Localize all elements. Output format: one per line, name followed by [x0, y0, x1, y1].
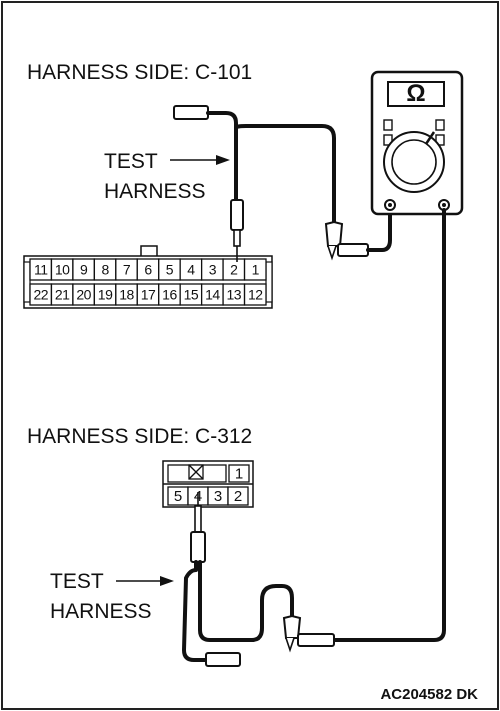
- c101-pin-1-cell: [243, 258, 267, 281]
- c101-pin-7-label: 7: [123, 262, 131, 278]
- upper-test-harness: [173, 105, 336, 262]
- lower-label-arrow: [116, 576, 174, 586]
- c312-pin-1-cell: [228, 464, 250, 483]
- c101-pin-9-label: 9: [80, 262, 88, 278]
- c101-pin-13-label: 13: [227, 287, 242, 303]
- c101-pin-8-label: 8: [101, 262, 109, 278]
- c312-pin-2-label: 2: [234, 488, 242, 505]
- lower-test-label: TEST: [50, 570, 104, 593]
- c312-pin-3-label: 3: [214, 488, 222, 505]
- c101-pin-12-cell: [243, 283, 267, 306]
- c101-pin-2-label: 2: [230, 262, 238, 278]
- c101-pin-15-label: 15: [184, 287, 199, 303]
- upper-label-arrow: [170, 155, 230, 165]
- upper-harness-label: HARNESS: [104, 180, 206, 203]
- c101-pin-14-label: 14: [205, 287, 220, 303]
- upper-alligator-clip: [324, 212, 392, 261]
- c101-pin-5-label: 5: [166, 262, 174, 278]
- c312-pin-1-label: 1: [235, 466, 243, 483]
- c101-pin-10-label: 10: [55, 262, 70, 278]
- ohm-symbol: Ω: [406, 80, 425, 107]
- lower-test-harness: [182, 492, 294, 667]
- c101-pin-1-label: 1: [252, 262, 260, 278]
- ohmmeter: Ω: [370, 70, 464, 216]
- c312-pin-2-cell: [227, 486, 249, 506]
- ohm-display: [387, 81, 445, 107]
- c101-pin-17-label: 17: [141, 287, 156, 303]
- connector-c312: 15432: [162, 460, 254, 508]
- c101-title: HARNESS SIDE: C-101: [27, 61, 252, 84]
- c101-pin-22-label: 22: [33, 287, 48, 303]
- c101-pin-21-label: 21: [55, 287, 70, 303]
- c101-pin-19-label: 19: [98, 287, 113, 303]
- c101-pin-20-label: 20: [76, 287, 91, 303]
- c101-pin-12-label: 12: [248, 287, 263, 303]
- meter-long-lead: [332, 208, 446, 642]
- c312-pin-5-label: 5: [174, 488, 182, 505]
- upper-test-label: TEST: [104, 150, 158, 173]
- lower-alligator-clip: [282, 614, 335, 653]
- c101-pin-6-label: 6: [144, 262, 152, 278]
- c101-pin-18-label: 18: [119, 287, 134, 303]
- c101-pin-16-label: 16: [162, 287, 177, 303]
- c312-title: HARNESS SIDE: C-312: [27, 425, 252, 448]
- c101-pin-4-label: 4: [187, 262, 195, 278]
- c101-pin-3-label: 3: [209, 262, 217, 278]
- c101-pin-11-label: 11: [34, 262, 48, 278]
- figure-code: AC204582 DK: [380, 686, 478, 703]
- lower-harness-label: HARNESS: [50, 600, 152, 623]
